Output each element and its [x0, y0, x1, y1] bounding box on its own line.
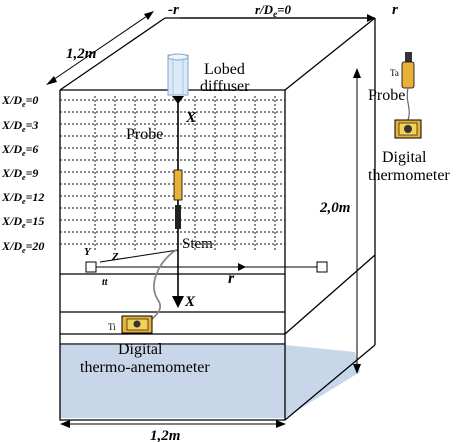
- horizontal-r-axis: [85, 249, 328, 273]
- stem-label: Stem: [182, 236, 213, 252]
- station-label-pre: X/D: [1, 190, 22, 204]
- thermo-anemometer-label: Digital thermo-anemometer: [80, 341, 210, 376]
- x-axis-bottom-label: X: [184, 294, 196, 310]
- probe-inner-label: Probe: [126, 126, 163, 143]
- lobed-diffuser-label: Lobed diffuser: [200, 61, 250, 95]
- digital-thermometer-label: Digital thermometer: [368, 149, 450, 184]
- probe-cable: [145, 249, 177, 327]
- station-label: X/De=20: [1, 239, 44, 255]
- station-label: X/De=3: [1, 118, 38, 134]
- station-label: X/De=6: [1, 142, 38, 158]
- station-label-pre: X/D: [1, 118, 22, 132]
- station-label-sub: e: [22, 100, 26, 109]
- station-label-pre: X/D: [1, 93, 22, 107]
- station-label-sub: e: [22, 221, 26, 230]
- digital-thermometer-device: [394, 119, 422, 139]
- station-label-pre: X/D: [1, 166, 22, 180]
- probe-stem: [172, 96, 184, 308]
- top-r-axis: [180, 14, 375, 22]
- top-left-r-label: -r: [168, 2, 179, 18]
- depth-dimension: [46, 11, 154, 85]
- probe-outer-label: Probe: [368, 87, 405, 104]
- thermo-anemometer-line1: Digital: [118, 341, 163, 358]
- box-frame: [59, 17, 376, 421]
- station-label: X/De=9: [1, 166, 38, 182]
- station-label-post: =6: [26, 142, 39, 156]
- station-label-sub: e: [22, 197, 26, 206]
- height-label: 2,0m: [319, 200, 350, 216]
- y-axis-label: Y: [84, 246, 92, 258]
- station-label-sub: e: [22, 173, 26, 182]
- lobed-diffuser: [167, 53, 189, 96]
- depth-label: 1,2m: [66, 46, 96, 62]
- width-label: 1,2m: [150, 428, 180, 442]
- top-center-main: r/D: [255, 2, 274, 17]
- thermo-anemometer-device: [121, 315, 153, 334]
- station-label-post: =0: [26, 93, 39, 107]
- ti-label: Ti: [108, 322, 116, 332]
- x-axis-top-label: X: [185, 110, 197, 126]
- floor-area: [60, 345, 360, 418]
- station-label: X/De=15: [1, 214, 44, 230]
- station-label-pre: X/D: [1, 142, 22, 156]
- r-axis-label: r: [228, 270, 235, 287]
- station-label: X/De=0: [1, 93, 38, 109]
- z-axis-label: Z: [111, 251, 119, 263]
- station-label-sub: e: [22, 125, 26, 134]
- lobed-diffuser-line2: diffuser: [200, 78, 250, 95]
- thermo-anemometer-line2: thermo-anemometer: [80, 359, 210, 376]
- station-label-post: =3: [26, 118, 39, 132]
- station-label-post: =15: [26, 214, 45, 228]
- top-center-tail: =0: [277, 2, 291, 17]
- top-center-sub: e: [273, 9, 277, 19]
- height-dimension: [353, 68, 361, 374]
- station-label-post: =12: [26, 190, 45, 204]
- digital-thermometer-line1: Digital: [382, 149, 427, 166]
- width-dimension: [60, 420, 286, 428]
- outer-probe: [401, 52, 415, 121]
- digital-thermometer-line2: thermometer: [368, 167, 450, 184]
- station-label-sub: e: [22, 149, 26, 158]
- station-label-post: =9: [26, 166, 39, 180]
- y2-axis-label: tt: [102, 277, 109, 288]
- station-label-post: =20: [26, 239, 45, 253]
- measurement-grid: [60, 96, 285, 250]
- top-center-label: r/De=0: [255, 2, 291, 19]
- top-right-r-label: r: [392, 2, 398, 18]
- ta-label: Ta: [390, 68, 399, 78]
- station-labels: X/De=0 X/De=3 X/De=6 X/De=9 X/De=12 X/De…: [1, 93, 44, 255]
- station-label-sub: e: [22, 246, 26, 255]
- station-label-pre: X/D: [1, 239, 22, 253]
- station-label: X/De=12: [1, 190, 44, 206]
- station-label-pre: X/D: [1, 214, 22, 228]
- lobed-diffuser-line1: Lobed: [204, 61, 245, 78]
